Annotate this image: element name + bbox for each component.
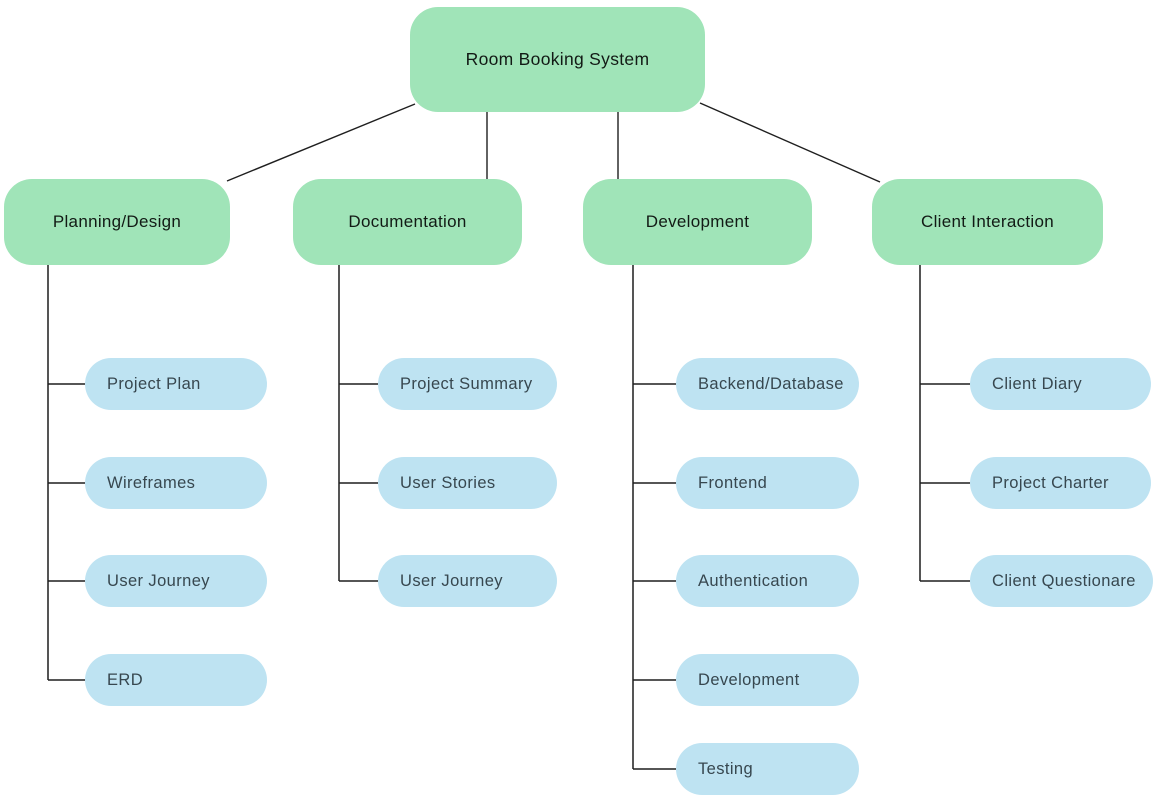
- node-project-plan[interactable]: Project Plan: [85, 358, 267, 410]
- node-label: Frontend: [698, 473, 768, 492]
- node-authentication[interactable]: Authentication: [676, 555, 859, 607]
- node-label: User Journey: [107, 571, 210, 590]
- node-label: Client Questionare: [992, 571, 1136, 590]
- node-development[interactable]: Development: [583, 179, 812, 265]
- node-client-diary[interactable]: Client Diary: [970, 358, 1151, 410]
- connector-root-client: [699, 102, 881, 183]
- node-label: Backend/Database: [698, 374, 844, 393]
- node-documentation[interactable]: Documentation: [293, 179, 522, 265]
- node-label: Development: [645, 212, 750, 231]
- node-project-summary[interactable]: Project Summary: [378, 358, 557, 410]
- node-label: Project Plan: [107, 374, 201, 393]
- node-wireframes[interactable]: Wireframes: [85, 457, 267, 509]
- node-label: Client Diary: [992, 374, 1083, 393]
- node-label: Authentication: [698, 571, 809, 590]
- node-client-interaction[interactable]: Client Interaction: [872, 179, 1103, 265]
- node-label: Project Summary: [400, 374, 533, 393]
- node-testing[interactable]: Testing: [676, 743, 859, 795]
- node-development-task[interactable]: Development: [676, 654, 859, 706]
- node-label: Room Booking System: [465, 49, 650, 69]
- node-label: Planning/Design: [52, 212, 182, 231]
- node-room-booking-system[interactable]: Room Booking System: [410, 7, 705, 112]
- node-label: Testing: [698, 759, 754, 778]
- node-user-journey-documentation[interactable]: User Journey: [378, 555, 557, 607]
- connector-root-planning: [226, 103, 416, 182]
- node-backend-database[interactable]: Backend/Database: [676, 358, 859, 410]
- node-label: ERD: [107, 670, 144, 689]
- node-label: Client Interaction: [921, 212, 1054, 231]
- node-label: Project Charter: [992, 473, 1109, 492]
- node-user-journey-planning[interactable]: User Journey: [85, 555, 267, 607]
- node-frontend[interactable]: Frontend: [676, 457, 859, 509]
- node-client-questionare[interactable]: Client Questionare: [970, 555, 1153, 607]
- node-label: User Journey: [400, 571, 503, 590]
- node-label: Wireframes: [107, 473, 196, 492]
- node-project-charter[interactable]: Project Charter: [970, 457, 1151, 509]
- node-user-stories[interactable]: User Stories: [378, 457, 557, 509]
- node-label: Development: [698, 670, 800, 689]
- node-planning-design[interactable]: Planning/Design: [4, 179, 230, 265]
- node-label: User Stories: [400, 473, 496, 492]
- node-label: Documentation: [348, 212, 467, 231]
- node-erd[interactable]: ERD: [85, 654, 267, 706]
